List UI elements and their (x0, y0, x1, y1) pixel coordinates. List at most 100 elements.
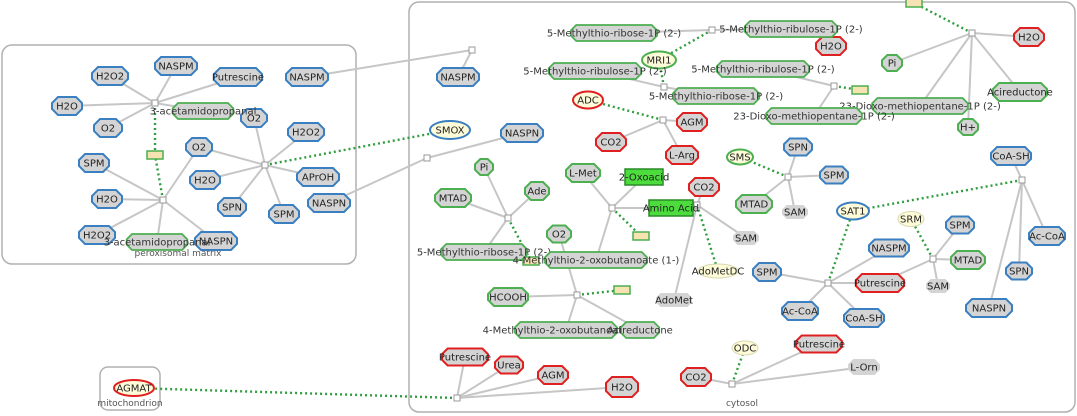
reaction-node[interactable] (608, 204, 616, 212)
reaction-node[interactable] (728, 380, 736, 388)
node-ade[interactable]: Ade (524, 181, 550, 201)
node-label: AdoMetDC (692, 267, 745, 278)
reaction-node[interactable] (453, 394, 461, 402)
node-mtad-b[interactable]: MTAD (434, 188, 472, 208)
node-adc[interactable]: ADC (572, 90, 604, 110)
node-sat1[interactable]: SAT1 (836, 201, 870, 221)
node-p-naspn[interactable]: NASPN (194, 231, 238, 251)
node-label: HCOOH (489, 293, 527, 304)
node-lorn[interactable]: L-Orn (848, 359, 880, 375)
node-mtad-a[interactable]: MTAD (735, 194, 773, 214)
node-naspn-c[interactable]: NASPN (965, 298, 1013, 318)
node-adometdc[interactable]: AdoMetDC (692, 263, 745, 279)
node-p-naspn-b[interactable]: NASPN (307, 193, 351, 213)
placeholder-box[interactable] (905, 0, 923, 8)
node-p-h2o2-c[interactable]: H2O2 (78, 225, 116, 245)
reaction-node[interactable] (693, 201, 701, 209)
placeholder-box[interactable] (146, 150, 164, 160)
node-pi-a[interactable]: Pi (881, 54, 903, 72)
reaction-node[interactable] (659, 116, 667, 124)
node-co2-c[interactable]: CO2 (680, 367, 712, 387)
node-co2-a[interactable]: CO2 (595, 132, 627, 152)
node-mri1[interactable]: MRI1 (641, 50, 677, 70)
reaction-node[interactable] (159, 196, 167, 204)
reaction-node[interactable] (824, 279, 832, 287)
reaction-node[interactable] (1018, 176, 1026, 184)
node-spn-r[interactable]: SPN (1005, 261, 1033, 281)
placeholder-box[interactable] (632, 231, 650, 241)
node-putrescine-c[interactable]: Putrescine (854, 273, 906, 293)
node-hcooh[interactable]: HCOOH (487, 287, 529, 307)
node-naspm-c[interactable]: NASPM (868, 238, 910, 258)
node-lmet[interactable]: L-Met (565, 163, 601, 183)
node-oxoacid[interactable]: 2-Oxoacid (619, 168, 670, 186)
node-c-h2o-top[interactable]: H2O (815, 36, 847, 56)
node-p-spm-a[interactable]: SPM (78, 153, 110, 173)
node-agmat[interactable]: AGMAT (113, 379, 155, 397)
reaction-node[interactable] (929, 255, 937, 263)
placeholder-box[interactable] (522, 256, 540, 266)
node-h2o-b[interactable]: H2O (605, 376, 639, 398)
node-acoa-a[interactable]: Ac-CoA (1028, 226, 1066, 246)
node-sam-r[interactable]: SAM (926, 279, 950, 293)
reaction-node[interactable] (708, 26, 716, 34)
node-co2-b[interactable]: CO2 (688, 177, 720, 197)
reaction-node[interactable] (151, 99, 159, 107)
node-agm-b[interactable]: AGM (537, 365, 569, 385)
node-p-spn[interactable]: SPN (217, 197, 247, 217)
node-c-naspm[interactable]: NASPM (436, 67, 480, 87)
reaction-node[interactable] (784, 173, 792, 181)
node-p-h2o-a[interactable]: H2O (51, 96, 83, 116)
node-srm[interactable]: SRM (897, 211, 925, 227)
reaction-node[interactable] (573, 291, 581, 299)
node-c-spn-a[interactable]: SPN (783, 137, 813, 157)
node-pi-b[interactable]: Pi (474, 158, 494, 176)
reaction-node[interactable] (504, 214, 512, 222)
reaction-node[interactable] (968, 29, 976, 37)
node-p-o2-c[interactable]: O2 (185, 137, 213, 157)
node-adomet[interactable]: AdoMet (655, 293, 693, 307)
node-p-h2o2-b[interactable]: H2O2 (287, 122, 325, 142)
node-sam-a[interactable]: SAM (782, 205, 808, 219)
node-sms[interactable]: SMS (726, 148, 754, 166)
node-p-aproh[interactable]: APrOH (296, 167, 340, 187)
node-p-putrescine[interactable]: Putrescine (212, 67, 264, 87)
reaction-node[interactable] (423, 154, 431, 162)
node-hplus[interactable]: H+ (957, 118, 979, 136)
node-c-spm-a[interactable]: SPM (819, 165, 849, 185)
node-sam-b[interactable]: SAM (733, 231, 759, 245)
node-coash-b[interactable]: CoA-SH (843, 308, 885, 328)
node-larg[interactable]: L-Arg (665, 145, 699, 165)
node-p-h2o2-a[interactable]: H2O2 (91, 66, 129, 86)
node-spm-c[interactable]: SPM (752, 262, 782, 282)
node-putrescine-b[interactable]: Putrescine (439, 347, 491, 367)
node-putrescine-d[interactable]: Putrescine (793, 334, 845, 354)
node-p-h2o-b[interactable]: H2O (91, 189, 123, 209)
reaction-node[interactable] (830, 82, 838, 90)
node-o2-c[interactable]: O2 (546, 224, 572, 244)
node-c-h2o-right[interactable]: H2O (1013, 27, 1045, 47)
reaction-node[interactable] (261, 161, 269, 169)
node-acoa-b[interactable]: Ac-CoA (781, 301, 819, 321)
node-p-naspm-a[interactable]: NASPM (154, 56, 198, 76)
node-p-o2-b[interactable]: O2 (240, 108, 268, 128)
node-c-naspn-top[interactable]: NASPN (500, 123, 544, 143)
node-spm-r[interactable]: SPM (945, 215, 975, 235)
node-p-o2-a[interactable]: O2 (93, 118, 123, 138)
node-acireductone-a[interactable]: Acireductone (987, 82, 1053, 102)
node-agm[interactable]: AGM (676, 112, 708, 132)
node-label: MRI1 (647, 56, 672, 67)
placeholder-box[interactable] (851, 85, 869, 95)
reaction-node[interactable] (660, 83, 668, 91)
node-p-naspm-b[interactable]: NASPM (285, 67, 329, 87)
node-p-spm-b[interactable]: SPM (268, 204, 300, 224)
node-p-h2o-c[interactable]: H2O (189, 170, 221, 190)
node-odc[interactable]: ODC (731, 340, 759, 356)
node-urea[interactable]: Urea (494, 355, 524, 375)
node-aminoacid[interactable]: Amino Acid (643, 199, 699, 217)
node-mtad-r[interactable]: MTAD (950, 250, 986, 270)
node-smox[interactable]: SMOX (429, 120, 471, 140)
placeholder-box[interactable] (613, 285, 631, 295)
node-coash-a[interactable]: CoA-SH (990, 146, 1032, 166)
reaction-node[interactable] (468, 46, 476, 54)
